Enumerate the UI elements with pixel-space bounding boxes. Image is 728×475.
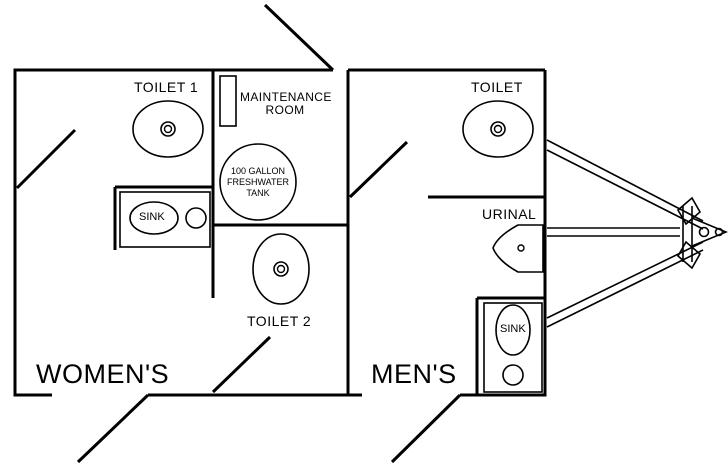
toilet-1-fixture <box>132 100 204 158</box>
womens-sink-label: SINK <box>139 211 165 223</box>
tank-label: 100 GALLON FRESHWATER TANK <box>222 166 294 199</box>
mens-toilet-fixture <box>462 100 534 158</box>
urinal-fixture <box>492 224 544 273</box>
mens-toilet-label: TOILET <box>471 79 523 95</box>
toilet-2-label: TOILET 2 <box>247 313 312 329</box>
maintenance-line-1: MAINTENANCE <box>240 90 332 104</box>
toilet-1-label: TOILET 1 <box>134 79 199 95</box>
urinal-label: URINAL <box>482 206 537 222</box>
door-swings <box>76 3 462 464</box>
maintenance-room-label: MAINTENANCE ROOM <box>240 90 332 117</box>
trailer-hitch <box>546 139 728 328</box>
womens-partitions <box>15 70 348 394</box>
mens-sink-label: SINK <box>500 323 526 335</box>
tank-line-3: TANK <box>246 188 270 198</box>
tank-line-2: FRESHWATER <box>227 177 289 187</box>
maintenance-line-2: ROOM <box>265 103 305 117</box>
mens-sink-counter <box>483 302 543 393</box>
tank-line-1: 100 GALLON <box>230 166 286 176</box>
outer-walls <box>13 68 547 397</box>
toilet-2-fixture <box>252 233 310 305</box>
mens-room-label: MEN'S <box>371 359 457 389</box>
mens-partitions <box>348 140 545 395</box>
womens-sink-counter <box>119 191 211 248</box>
womens-room-label: WOMEN'S <box>36 359 170 389</box>
freshwater-tank <box>219 143 297 221</box>
